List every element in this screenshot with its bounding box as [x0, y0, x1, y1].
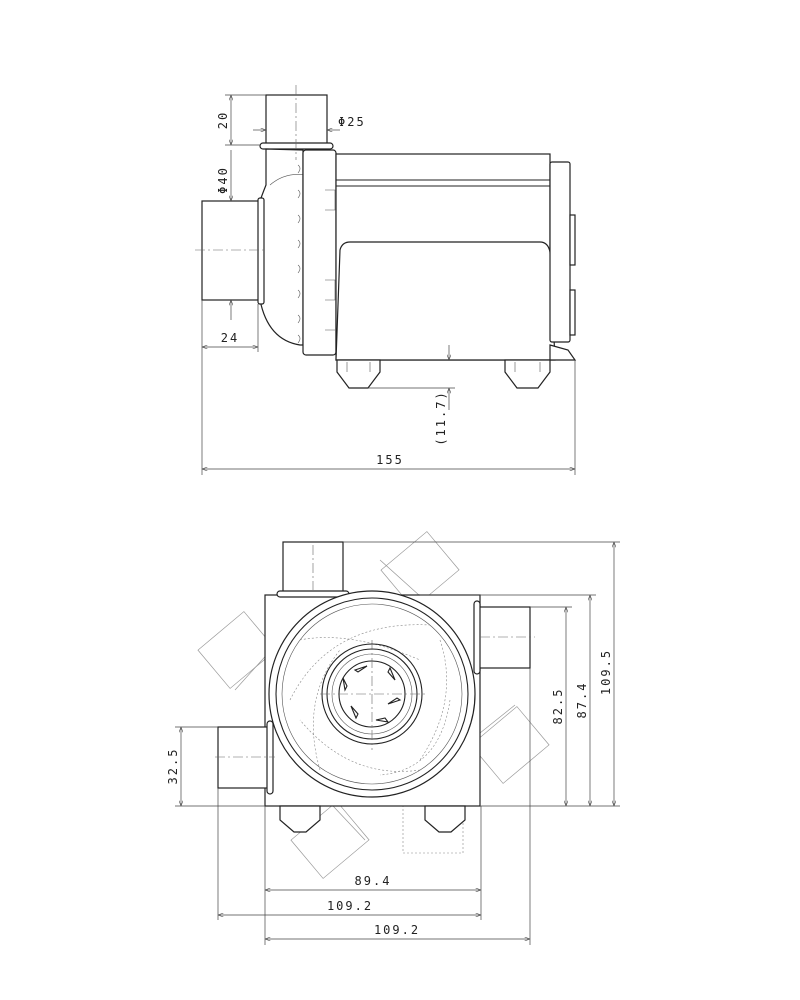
dim-label: Φ40: [216, 166, 230, 194]
dim-foot-height: (11.7): [368, 345, 455, 446]
dim-label: 109.2: [374, 923, 420, 937]
dim-outlet-dia: Φ25: [253, 115, 366, 130]
lower-housing: [335, 241, 556, 361]
inlet-pipe-left: [217, 726, 271, 789]
dim-label: 24: [221, 331, 239, 345]
dim-inlet-length: 24: [201, 300, 259, 475]
dim-outlet-height: 20: [216, 94, 266, 146]
dim-outlet-height-b: 87.4: [420, 594, 596, 806]
dim-label: 109.2: [327, 899, 373, 913]
dim-overall-height: 109.5: [343, 541, 620, 806]
dim-label: Φ25: [338, 115, 366, 129]
outlet-flange: [259, 142, 334, 150]
inlet-pipe: [201, 200, 261, 301]
dim-label: 109.5: [599, 649, 613, 695]
dim-width-b: 109.2: [265, 923, 530, 939]
end-tab-2: [569, 289, 576, 336]
dim-label: 82.5: [551, 688, 565, 725]
foot-left: [336, 359, 381, 389]
casing-ribs: [297, 164, 301, 344]
dim-label: 32.5: [166, 748, 180, 785]
dim-inlet-offset: 32.5: [166, 726, 265, 807]
vanes: [342, 665, 402, 723]
dim-label: 20: [216, 111, 230, 129]
outlet-pipe-right: [477, 606, 531, 669]
side-view: 20 Φ25 Φ40 24 (11.7) 155: [195, 85, 577, 475]
foot-right: [424, 805, 466, 833]
dim-overall-length: 155: [202, 360, 576, 475]
dim-label: 87.4: [575, 682, 589, 719]
dim-label: (11.7): [434, 390, 448, 445]
foot-left: [279, 805, 321, 833]
outlet-pipe: [265, 94, 328, 146]
dim-outlet-height-a: 82.5: [530, 606, 572, 806]
dim-inlet-dia: Φ40: [216, 150, 231, 320]
dim-label: 89.4: [355, 874, 392, 888]
end-tab-1: [569, 214, 576, 266]
inlet-flange: [257, 197, 265, 305]
dim-width-a: 109.2: [218, 899, 481, 915]
end-cap: [549, 161, 571, 343]
foot-right: [504, 359, 551, 389]
front-plate: [302, 149, 337, 356]
impeller: [289, 624, 451, 776]
bottom-view: 32.5 82.5 87.4 109.5 89.4 109.2: [166, 531, 620, 945]
dim-body-width: 89.4: [265, 874, 481, 890]
volute-casing: [259, 148, 304, 346]
dim-label: 155: [376, 453, 404, 467]
